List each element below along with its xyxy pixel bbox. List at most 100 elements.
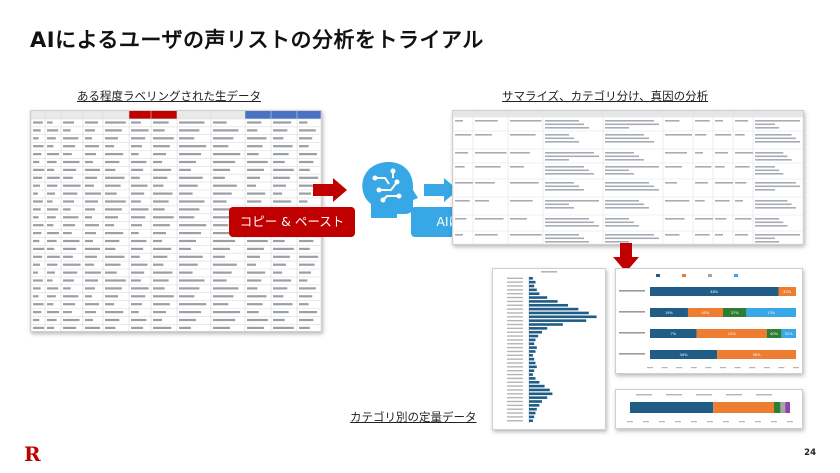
sheet-cell-text xyxy=(213,121,227,124)
sheet-cell-text xyxy=(299,326,310,329)
sheet-cell-text xyxy=(63,326,77,329)
bar xyxy=(529,300,558,303)
summary-cell-text xyxy=(475,234,498,236)
summary-cell-text xyxy=(735,166,750,168)
bar xyxy=(529,369,535,372)
summary-cell-text xyxy=(715,200,730,202)
bar xyxy=(529,396,548,399)
sheet-cell-text xyxy=(85,303,99,306)
sheet-cell-text xyxy=(153,239,163,243)
sheet-cell-text xyxy=(63,224,76,227)
sheet-cell-text xyxy=(273,318,285,322)
copy-paste-label: コピー & ペースト xyxy=(229,207,355,237)
summary-cell-text xyxy=(510,120,542,122)
sheet-cell-text xyxy=(273,121,292,124)
summary-cell-text xyxy=(605,141,654,143)
bar-category-label xyxy=(507,373,523,376)
summary-cell-text xyxy=(665,152,687,154)
brand-logo: R xyxy=(24,442,41,466)
summary-cell-text xyxy=(545,207,574,209)
axis-tick-label xyxy=(739,421,745,423)
sheet-cell-text xyxy=(47,247,55,250)
sheet-cell-text xyxy=(33,200,43,203)
axis-tick-label xyxy=(676,367,683,369)
sheet-cell-text xyxy=(105,303,115,306)
sheet-cell-text xyxy=(213,200,227,203)
summary-cell-text xyxy=(695,134,707,136)
bar-category-label xyxy=(507,343,523,345)
bar xyxy=(529,354,533,357)
sheet-cell-text xyxy=(105,200,126,203)
sheet-cell-text xyxy=(63,168,77,171)
sheet-cell-text xyxy=(47,168,55,171)
sheet-cell-text xyxy=(47,271,55,274)
sheet-cell-text xyxy=(85,153,96,156)
sheet-cell-text xyxy=(247,311,259,314)
sheet-cell-text xyxy=(131,153,139,156)
sheet-cell-text xyxy=(47,192,55,195)
sheet-cell-text xyxy=(299,184,315,187)
summary-cell-text xyxy=(735,182,747,184)
sheet-cell-text xyxy=(131,279,141,282)
sheet-cell-text xyxy=(247,271,266,274)
stacked-bar-chart-screenshot: 48%42%19%45%37%13%7%13%40%52%44%58% xyxy=(615,268,803,374)
sheet-cell-text xyxy=(63,129,71,132)
sheet-cell-text xyxy=(63,208,71,211)
sheet-cell-text xyxy=(299,263,315,266)
sheet-cell-text xyxy=(33,232,42,235)
summary-cell-text xyxy=(455,182,473,184)
axis-tick-label xyxy=(707,421,713,423)
summary-cell-text xyxy=(605,200,639,202)
stack-segment-label: 7% xyxy=(671,332,677,336)
bar-category-label xyxy=(507,416,523,418)
bar xyxy=(529,296,548,299)
bar-category-label xyxy=(507,350,523,353)
sheet-cell-text xyxy=(213,192,232,195)
summary-cell-text xyxy=(755,141,800,143)
sheet-cell-text xyxy=(33,255,43,258)
sheet-cell-text xyxy=(213,145,229,148)
summary-cell-text xyxy=(475,218,504,220)
summary-cell-text xyxy=(715,120,723,122)
sheet-cell-text xyxy=(33,137,39,140)
summary-cell-text xyxy=(545,159,569,161)
axis-tick-label xyxy=(627,421,633,423)
summary-cell-text xyxy=(755,169,780,172)
sheet-cell-text xyxy=(299,303,309,306)
sheet-cell-text xyxy=(247,168,264,171)
sheet-cell-text xyxy=(299,168,310,171)
sheet-cell-text xyxy=(47,184,58,187)
sheet-cell-text xyxy=(85,208,95,211)
summary-cell-text xyxy=(665,134,692,136)
bar xyxy=(529,311,589,315)
sheet-cell-text xyxy=(63,153,72,156)
sheet-cell-text xyxy=(179,239,196,243)
sheet-cell-text xyxy=(247,145,263,148)
sheet-cell-text xyxy=(179,326,191,329)
sheet-cell-text xyxy=(153,216,174,219)
axis-tick-label xyxy=(720,367,726,369)
summary-cell-text xyxy=(455,134,472,136)
sheet-cell-text xyxy=(131,303,142,306)
summary-screenshot xyxy=(452,110,804,245)
summary-cell-text xyxy=(665,234,680,236)
sheet-cell-text xyxy=(153,129,165,132)
sheet-cell-text xyxy=(105,160,120,164)
sheet-cell-text xyxy=(247,263,257,266)
stack-segment-label: 13% xyxy=(728,332,737,336)
sheet-cell-text xyxy=(153,137,174,140)
sheet-header-cell xyxy=(129,111,151,119)
bar xyxy=(529,415,535,419)
sheet-cell-text xyxy=(33,247,45,250)
sheet-cell-text xyxy=(153,176,168,179)
sheet-cell-text xyxy=(33,271,38,274)
sheet-cell-text xyxy=(213,232,241,235)
sheet-cell-text xyxy=(213,271,232,274)
bar xyxy=(529,357,535,361)
summary-cell-text xyxy=(545,218,589,220)
sheet-cell-text xyxy=(247,287,258,290)
bar-category-label xyxy=(507,358,523,360)
bar xyxy=(529,277,533,280)
summary-cell-text xyxy=(545,182,574,184)
sheet-cell-text xyxy=(153,263,164,266)
